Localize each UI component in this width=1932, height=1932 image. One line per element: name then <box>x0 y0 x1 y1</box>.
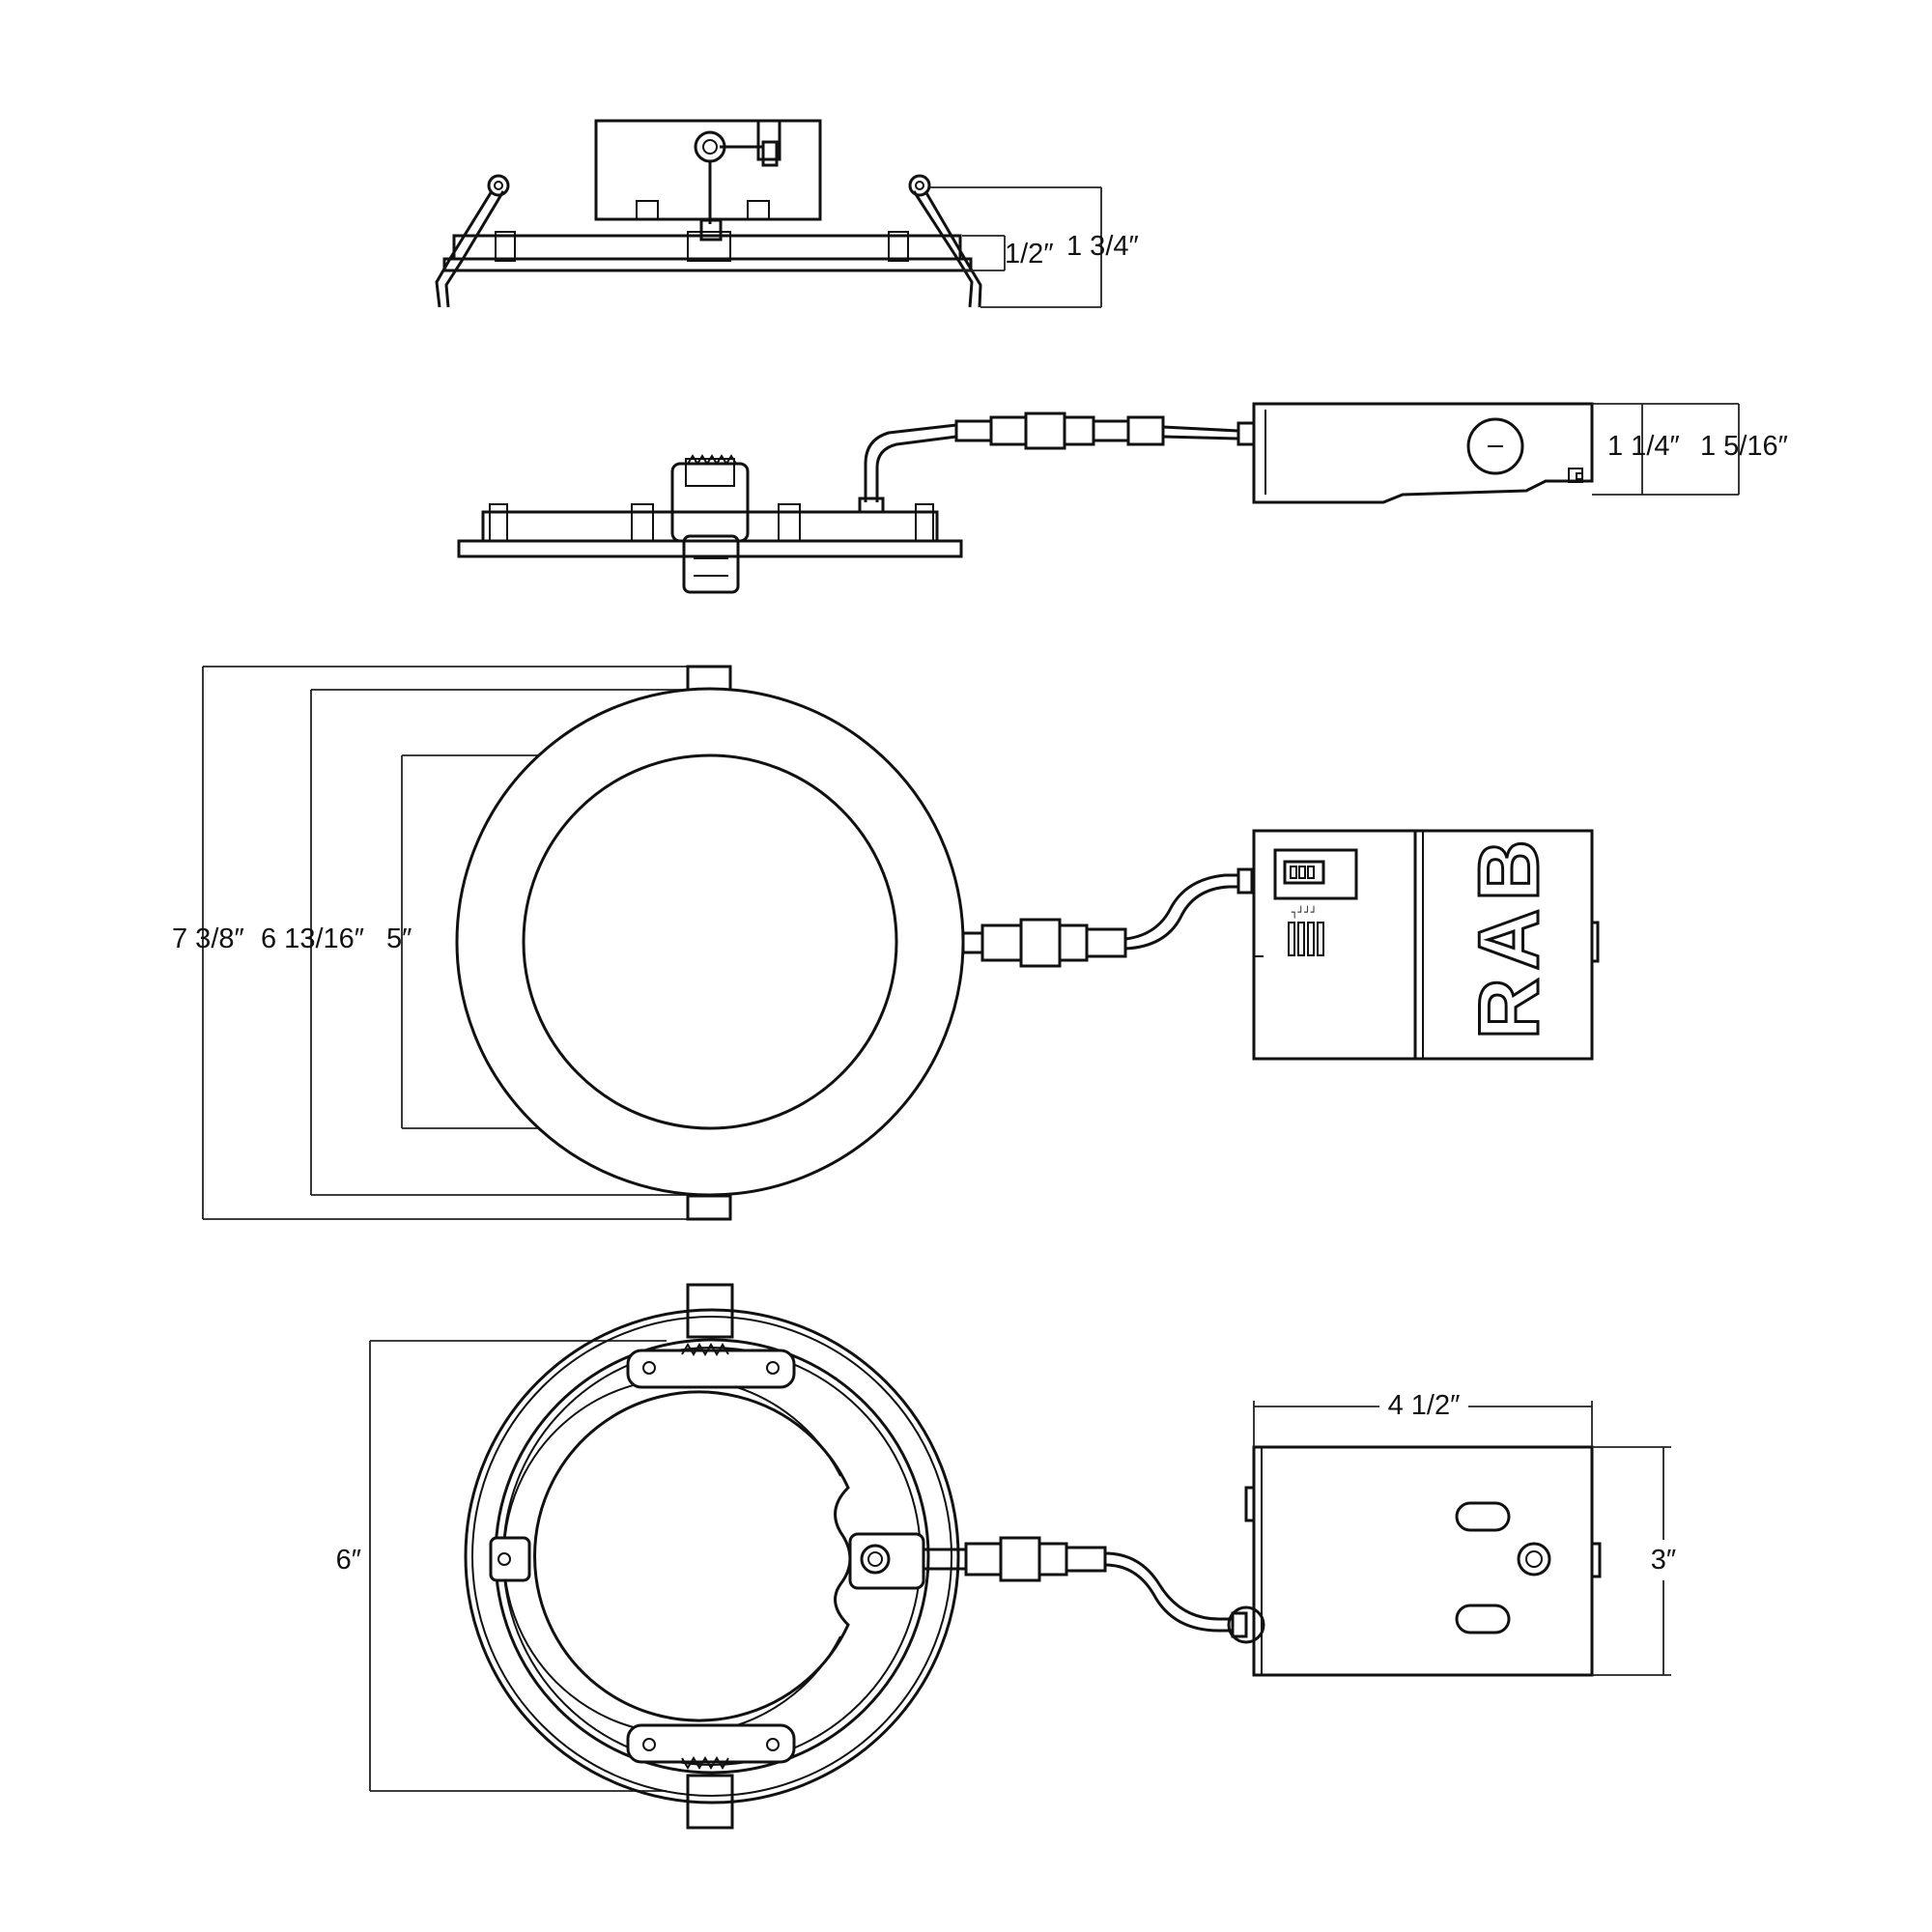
right-spring-clip <box>908 174 931 197</box>
trim-flange <box>442 257 973 272</box>
dim-trim-diameter: 6 13/16″ <box>261 923 364 954</box>
back-view: 4 1/2″ 3″ 6″ <box>336 1283 1676 1830</box>
quick-connector-back <box>922 1536 1265 1644</box>
dim-lens-diameter: 5″ <box>386 923 412 954</box>
dim-trim-height: 1/2″ <box>1005 239 1054 270</box>
back-inner-opening <box>533 1390 852 1722</box>
back-outer-ring <box>464 1308 960 1804</box>
ground-screw <box>1517 1542 1551 1577</box>
trim-flange-side <box>457 539 963 558</box>
quick-connector-front <box>961 867 1254 968</box>
lens <box>522 753 898 1130</box>
dim-jbox-total-height: 1 5/16″ <box>1700 431 1788 462</box>
dim-cutout-diameter: 6″ <box>336 1545 361 1576</box>
quick-connector-side <box>954 412 1256 450</box>
top-spring-clip-back <box>626 1349 796 1389</box>
spring-clip-side <box>670 462 750 543</box>
driver-knockout <box>1466 417 1524 475</box>
top-clip-front <box>686 665 732 692</box>
brand-logo: RAB <box>1461 832 1556 1039</box>
mounting-slot-bottom <box>1455 1604 1511 1634</box>
cct-switch <box>1273 848 1358 900</box>
dim-jbox-width: 3″ <box>1651 1545 1676 1576</box>
side-elevation-view: 1/2″ 1 3/4″ <box>435 119 1139 308</box>
top-mounted-box <box>594 119 822 221</box>
mounting-slot-top <box>1455 1501 1511 1532</box>
trim-ring <box>455 687 965 1197</box>
driver-box-side <box>1252 402 1594 504</box>
side-view-with-driver: 1 1/4″ 1 5/16″ <box>457 402 1788 594</box>
terminal-markings <box>1288 922 1324 956</box>
dim-total-height: 1 3/4″ <box>1066 231 1139 262</box>
front-face-view: ┐┘┘┘ RAB 7 3/8″ 6 13/16″ 5″ <box>172 665 1600 1221</box>
dim-jbox-length: 4 1/2″ <box>1388 1390 1461 1421</box>
left-spring-clip <box>487 174 510 197</box>
dim-jbox-side-height: 1 1/4″ <box>1607 431 1680 462</box>
bottom-spring-clip-back <box>626 1723 796 1764</box>
dim-overall-diameter: 7 3/8″ <box>172 923 244 954</box>
svg-text:┐┘┘┘: ┐┘┘┘ <box>1292 905 1318 919</box>
bottom-clip-front <box>686 1194 732 1221</box>
